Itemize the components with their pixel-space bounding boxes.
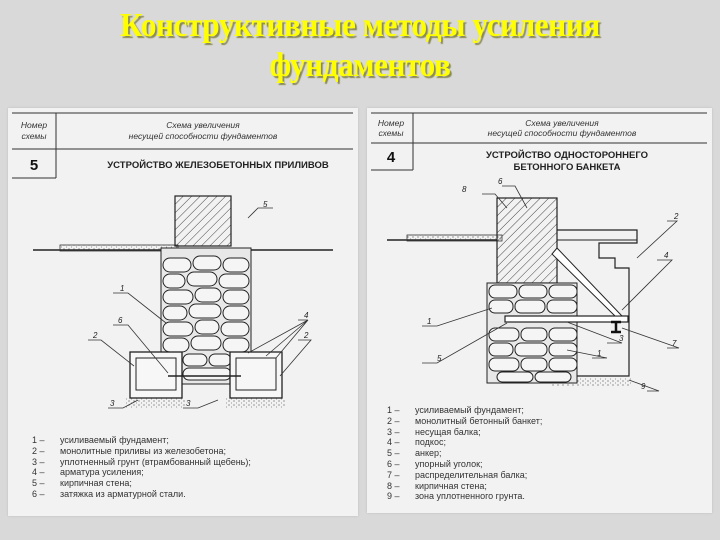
callout-2-right: 2 xyxy=(303,331,309,340)
scheme-number: 4 xyxy=(387,149,396,166)
callout-3-left: 3 xyxy=(110,399,115,408)
callout-9: 9 xyxy=(641,382,646,391)
legend-text: упорный уголок; xyxy=(415,458,483,469)
column-header-scheme: схемы xyxy=(22,131,48,141)
legend-item: 4 – арматура усиления; xyxy=(32,467,251,478)
legend-number: 9 – xyxy=(387,491,400,502)
legend-number: 1 – xyxy=(387,405,400,415)
stone-foundation xyxy=(160,247,252,385)
legend-text: затяжка из арматурной стали. xyxy=(60,488,186,499)
callout-4: 4 xyxy=(304,311,309,320)
callout-8: 8 xyxy=(462,185,467,194)
callout-2: 2 xyxy=(673,212,679,221)
callout-5: 5 xyxy=(437,354,442,363)
callout-3: 3 xyxy=(619,334,624,343)
legend-item: 2 – монолитный бетонный банкет; xyxy=(387,416,542,427)
title-line-1: Конструктивные методы усиления xyxy=(120,7,600,44)
legend-item: 5 – анкер; xyxy=(387,448,542,459)
legend-item: 2 – монолитные приливы из железобетона; xyxy=(32,446,251,457)
scheme-number: 5 xyxy=(30,157,38,174)
legend-number: 6 – xyxy=(32,488,45,499)
callout-6: 6 xyxy=(118,316,123,325)
header-line-1: Схема увеличения xyxy=(166,120,240,130)
callout-5: 5 xyxy=(263,200,268,209)
legend-item: 7 – распределительная балка; xyxy=(387,470,542,481)
callout-7: 7 xyxy=(672,339,677,348)
legend-text: зона уплотненного грунта. xyxy=(415,491,525,502)
legend-item: 6 – упорный уголок; xyxy=(387,459,542,470)
title-line-2: фундаментов xyxy=(269,47,451,84)
legend-item: 4 – подкос; xyxy=(387,437,542,448)
scheme-name-line-2: БЕТОННОГО БАНКЕТА xyxy=(514,162,621,173)
brick-wall xyxy=(496,197,558,284)
legend-text: уплотненный грунт (втрамбованный щебень)… xyxy=(60,456,251,467)
legend-text: монолитный бетонный банкет; xyxy=(415,415,543,426)
scheme-4-diagram: Номер схемы Схема увеличения несущей спо… xyxy=(371,112,707,392)
legend-number: 2 – xyxy=(32,445,45,456)
legend-item: 3 – несущая балка; xyxy=(387,427,542,438)
legend-text: несущая балка; xyxy=(415,426,481,437)
legend-text: арматура усиления; xyxy=(60,467,144,478)
legend-number: 5 – xyxy=(32,478,45,489)
scheme-4-legend: 1 – усиливаемый фундамент; 2 – монолитный … xyxy=(387,405,542,502)
legend-text: подкос; xyxy=(415,437,446,448)
legend-text: распределительная балка; xyxy=(415,469,528,480)
legend-text: анкер; xyxy=(415,448,442,459)
callout-1: 1 xyxy=(120,284,124,293)
legend-text: усиливаемый фундамент; xyxy=(415,405,524,415)
header-line-2: несущей способности фундаментов xyxy=(488,128,637,138)
slide-title: Конструктивные методы усиления фундамент… xyxy=(29,6,691,86)
bearing-beam xyxy=(504,315,629,323)
callout-6: 6 xyxy=(498,177,503,186)
legend-number: 8 – xyxy=(387,480,400,491)
column-header-number: Номер xyxy=(21,120,47,130)
legend-number: 4 – xyxy=(32,467,45,478)
callout-4: 4 xyxy=(664,251,669,260)
legend-item: 5 – кирпичная стена; xyxy=(32,478,251,489)
scheme-name-line-1: УСТРОЙСТВО ОДНОСТОРОННЕГО xyxy=(486,149,648,161)
scheme-name: УСТРОЙСТВО ЖЕЛЕЗОБЕТОННЫХ ПРИЛИВОВ xyxy=(107,159,329,171)
legend-number: 4 – xyxy=(387,437,400,448)
legend-text: монолитные приливы из железобетона; xyxy=(60,445,226,456)
header-line-2: несущей способности фундаментов xyxy=(129,131,278,141)
stone-foundation xyxy=(486,282,578,384)
legend-number: 1 – xyxy=(32,435,45,445)
scheme-5-panel: Номер схемы Схема увеличения несущей спо… xyxy=(8,108,358,516)
column-header-scheme: схемы xyxy=(379,128,405,138)
legend-item: 3 – уплотненный грунт (втрамбованный щебе… xyxy=(32,457,251,468)
callout-1-left: 1 xyxy=(427,317,431,326)
header-line-1: Схема увеличения xyxy=(525,118,599,128)
legend-item: 1 – усиливаемый фундамент; xyxy=(387,405,542,416)
column-header-number: Номер xyxy=(378,118,404,128)
legend-text: кирпичная стена; xyxy=(60,478,132,489)
strut xyxy=(551,247,624,317)
brick-wall xyxy=(174,195,232,247)
scheme-5-diagram: Номер схемы Схема увеличения несущей спо… xyxy=(12,112,353,409)
scheme-5-legend: 1 – усиливаемый фундамент; 2 – монолитные … xyxy=(32,435,251,500)
legend-number: 3 – xyxy=(32,456,45,467)
legend-number: 7 – xyxy=(387,469,400,480)
legend-item: 8 – кирпичная стена; xyxy=(387,481,542,492)
concrete-blocks xyxy=(126,351,286,408)
distribution-beam xyxy=(611,320,621,334)
legend-item: 6 – затяжка из арматурной стали. xyxy=(32,489,251,500)
callout-3-right: 3 xyxy=(186,399,191,408)
legend-number: 3 – xyxy=(387,426,400,437)
legend-item: 9 – зона уплотненного грунта. xyxy=(387,491,542,502)
callout-1-right: 1 xyxy=(597,349,601,358)
legend-number: 6 – xyxy=(387,458,400,469)
legend-text: усиливаемый фундамент; xyxy=(60,435,169,445)
callout-2-left: 2 xyxy=(92,331,98,340)
legend-number: 5 – xyxy=(387,448,400,459)
scheme-4-panel: Номер схемы Схема увеличения несущей спо… xyxy=(367,108,712,513)
legend-item: 1 – усиливаемый фундамент; xyxy=(32,435,251,446)
legend-text: кирпичная стена; xyxy=(415,480,487,491)
legend-number: 2 – xyxy=(387,415,400,426)
